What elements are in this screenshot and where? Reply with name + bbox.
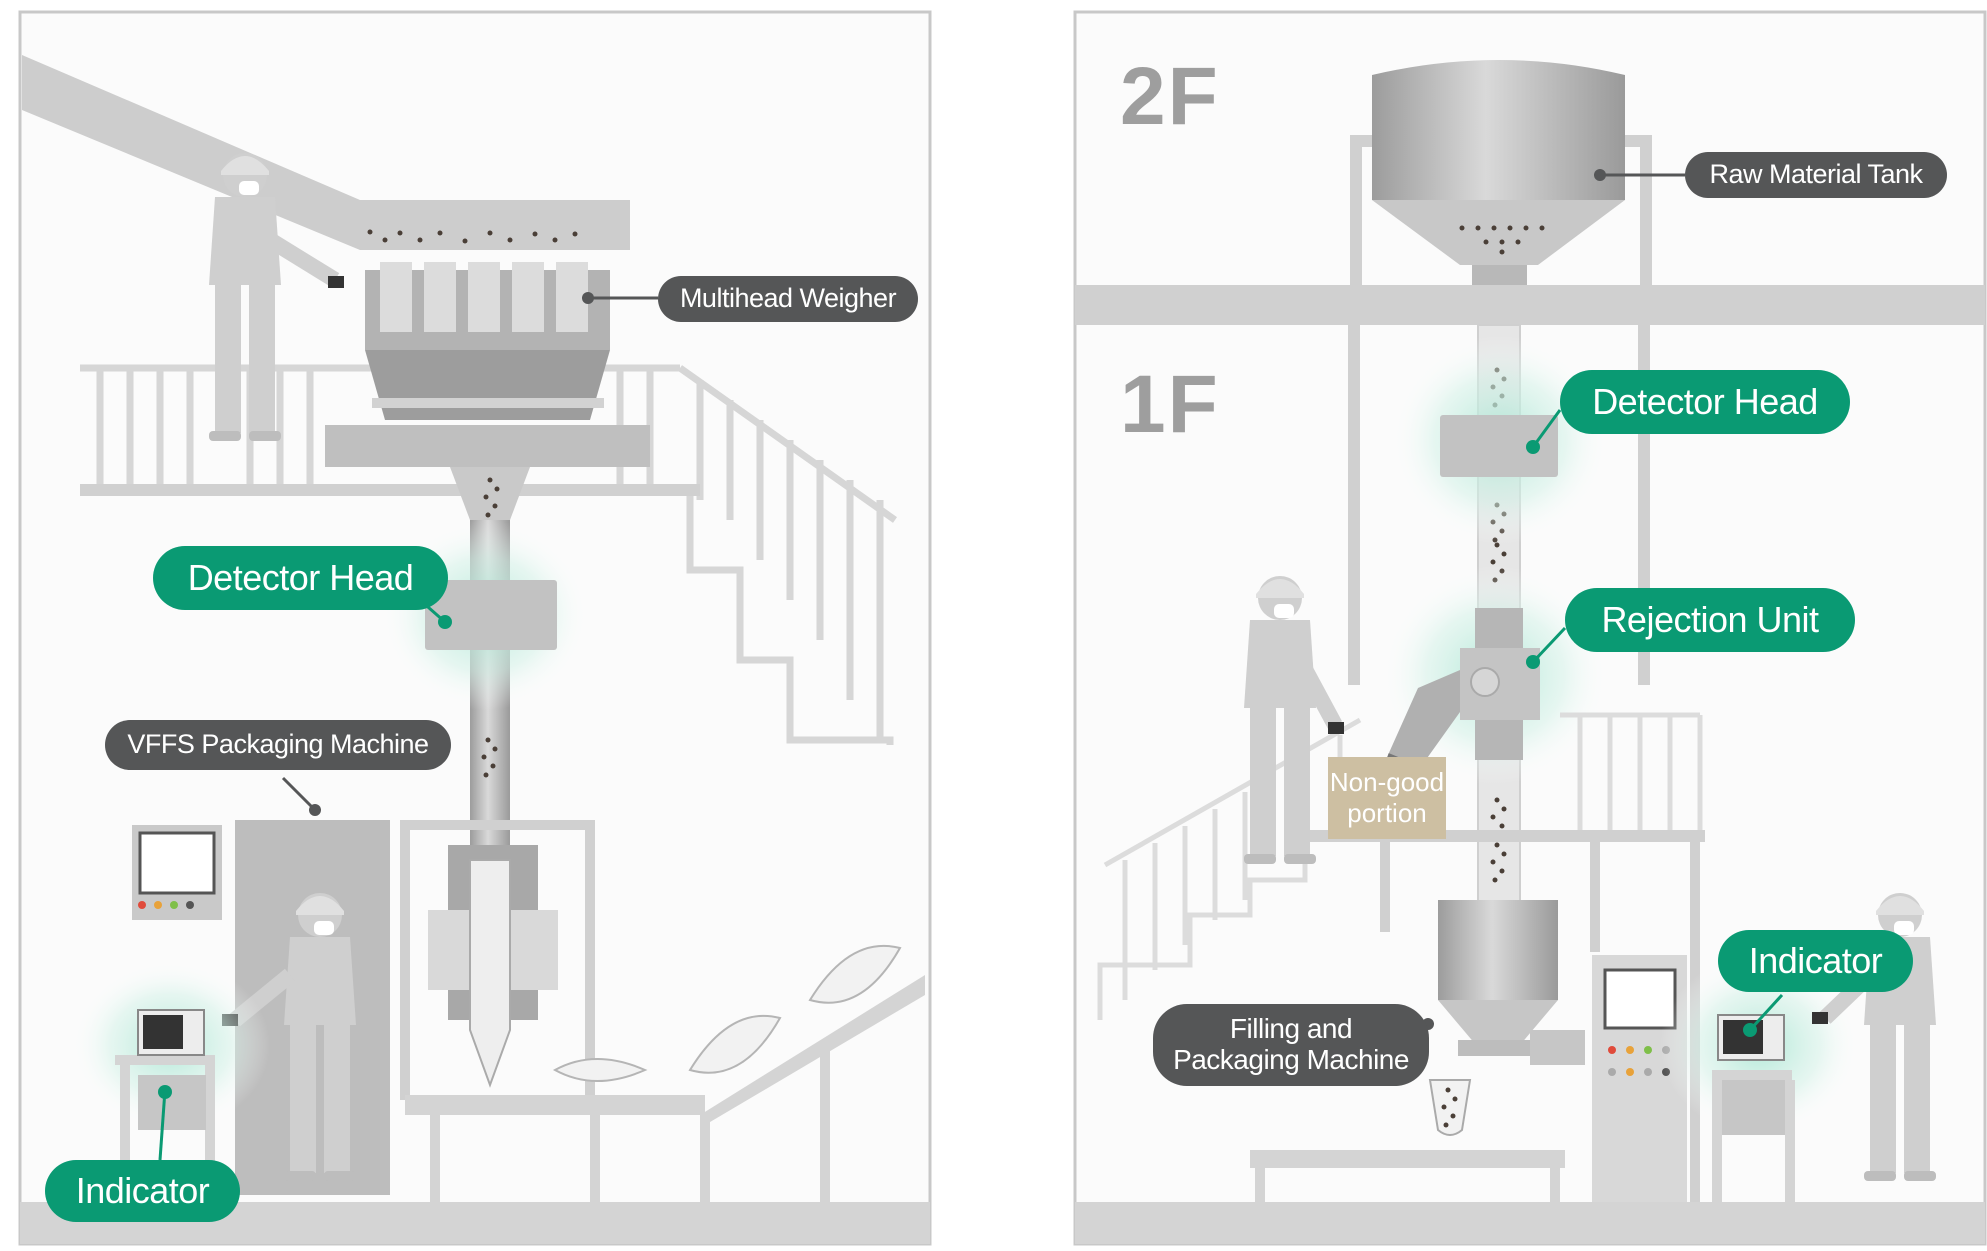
label-multihead-weigher: Multihead Weigher	[658, 276, 918, 322]
multihead-weigher-icon	[325, 229, 650, 938]
floor-label-1f: 1F	[1120, 359, 1220, 450]
bag-icon	[552, 944, 902, 1082]
label-raw-material-tank: Raw Material Tank	[1685, 152, 1947, 198]
non-good-line1: Non-good	[1329, 766, 1445, 797]
indicator-monitor-icon	[115, 1009, 215, 1200]
filling-line2: Packaging Machine	[1173, 1044, 1409, 1075]
floor-label-2f: 2F	[1120, 51, 1220, 142]
detector-head-icon	[1440, 415, 1558, 477]
conveyor-icon	[405, 975, 925, 1205]
label-indicator-left: Indicator	[45, 1160, 240, 1222]
rejection-unit-icon	[1387, 608, 1540, 770]
label-indicator-right: Indicator	[1718, 930, 1913, 992]
left-panel	[18, 10, 932, 1246]
indicator-monitor-icon	[1712, 1014, 1795, 1202]
label-detector-head-right: Detector Head	[1560, 370, 1850, 434]
label-non-good-portion: Non-good portion	[1328, 757, 1446, 839]
detector-head-icon	[425, 580, 557, 650]
label-vffs-machine: VFFS Packaging Machine	[105, 720, 451, 770]
raw-material-tank-icon	[1372, 60, 1625, 285]
label-filling-packaging-machine: Filling and Packaging Machine	[1153, 1004, 1429, 1086]
label-rejection-unit: Rejection Unit	[1565, 588, 1855, 652]
filling-line1: Filling and	[1229, 1013, 1353, 1045]
label-detector-head-left: Detector Head	[153, 546, 448, 610]
non-good-line2: portion	[1347, 798, 1427, 828]
